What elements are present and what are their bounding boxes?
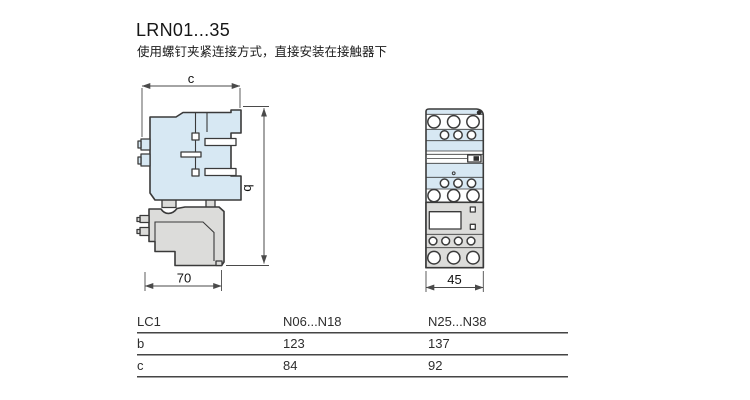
cell-value: 123 [283, 336, 305, 351]
terminal-hole [446, 114, 461, 129]
screw-hole [466, 130, 477, 140]
pole-screw [191, 132, 200, 141]
table-row: b 123 137 [137, 334, 568, 354]
table-rule [137, 376, 568, 378]
table-rule [137, 354, 568, 356]
relay-clip-tooth [136, 228, 141, 235]
aux-screw-hole [453, 236, 463, 246]
dimension-70: 70 [144, 270, 222, 291]
screw-hole [439, 130, 450, 140]
screw-hole [466, 178, 477, 189]
relay-clip [139, 214, 150, 224]
dimension-b: b [226, 106, 269, 266]
terminal-hole [427, 188, 441, 203]
side-view: c b 70 [136, 75, 269, 291]
terminal-hole [466, 188, 480, 203]
terminal-hole [426, 250, 442, 265]
pole-bar [204, 167, 237, 177]
relay-side-body [148, 206, 225, 267]
row-label: c [137, 358, 144, 373]
dimension-drawing: c b 70 [136, 75, 485, 292]
screw-hole [453, 178, 463, 189]
relay-corner-detail [215, 260, 223, 267]
marker-slider [473, 156, 479, 161]
terminal-hole [446, 188, 461, 203]
coil-terminal [140, 153, 151, 167]
dimension-label-70: 70 [177, 271, 191, 286]
dimension-c: c [141, 75, 241, 137]
dimension-label-c: c [188, 75, 195, 86]
page-title: LRN01...35 [136, 20, 231, 40]
table-header-row: LC1 N06...N18 N25...N38 [137, 311, 568, 332]
center-dot [451, 171, 456, 176]
screw-hole [453, 130, 463, 140]
aux-screw-hole [466, 236, 476, 246]
column-header: LC1 [137, 314, 161, 329]
relay-clip [139, 226, 150, 237]
terminal-hole [466, 114, 480, 129]
coil-terminal [140, 138, 151, 151]
relay-clip-tooth [136, 216, 141, 223]
pole-bar [204, 137, 237, 147]
screw-hole [439, 178, 450, 189]
front-view: 45 [425, 108, 485, 292]
coil-terminal-tooth [137, 140, 142, 149]
fixing-dot [476, 110, 482, 115]
dimensions-table: LC1 N06...N18 N25...N38 b 123 137 c 84 9… [137, 311, 568, 378]
dimension-label-45: 45 [447, 272, 461, 287]
adjustment-window [428, 211, 462, 230]
aux-screw-hole [428, 236, 438, 246]
mid-tab [180, 151, 202, 158]
cell-value: 137 [428, 336, 450, 351]
cell-value: 92 [428, 358, 443, 373]
cell-value: 84 [283, 358, 298, 373]
test-button [469, 206, 476, 213]
aux-screw-hole [441, 236, 451, 246]
dimension-label-b: b [241, 184, 256, 191]
dimension-45: 45 [425, 271, 484, 292]
table-row: c 84 92 [137, 356, 568, 376]
terminal-hole [427, 114, 441, 129]
reset-button [469, 223, 476, 230]
column-header: N06...N18 [283, 314, 342, 329]
table-rule [137, 332, 568, 334]
page-subtitle: 使用螺钉夹紧连接方式，直接安装在接触器下 [137, 45, 388, 59]
pole-screw [191, 168, 200, 177]
column-header: N25...N38 [428, 314, 487, 329]
separator-band [426, 151, 483, 155]
terminal-hole [446, 250, 461, 265]
coil-terminal-tooth [137, 156, 142, 165]
terminal-hole [465, 250, 481, 265]
relay-face-line [154, 221, 215, 261]
row-label: b [137, 336, 145, 351]
